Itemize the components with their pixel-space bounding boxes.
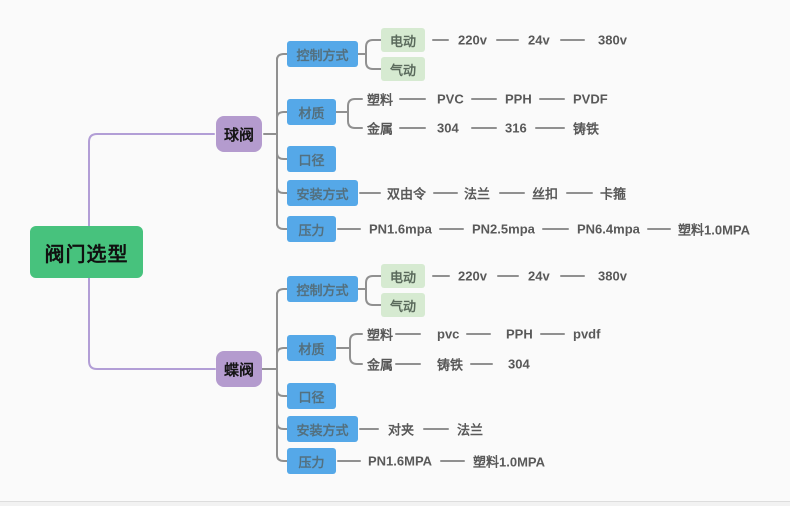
category-ball-control-mode[interactable]: 控制方式: [287, 41, 358, 67]
node-butterfly-304[interactable]: 304: [508, 356, 530, 372]
node-butterfly-plastic-10mpa[interactable]: 塑料1.0MPA: [473, 454, 545, 470]
node-butterfly-pph[interactable]: PPH: [506, 326, 533, 342]
node-ball-cast-iron[interactable]: 铸铁: [573, 121, 600, 137]
node-ball-pn25[interactable]: PN2.5mpa: [472, 221, 535, 237]
node-ball-pn16[interactable]: PN1.6mpa: [369, 221, 432, 237]
category-butterfly-control-mode[interactable]: 控制方式: [287, 276, 358, 302]
node-ball-316[interactable]: 316: [505, 120, 527, 136]
category-ball-diameter[interactable]: 口径: [287, 146, 336, 172]
ball-branch-lines: [263, 39, 671, 230]
node-ball-electric[interactable]: 电动: [381, 28, 425, 52]
node-ball-380v[interactable]: 380v: [598, 32, 627, 48]
node-ball-pph[interactable]: PPH: [505, 91, 532, 107]
node-butterfly-electric[interactable]: 电动: [381, 264, 425, 288]
node-ball-304[interactable]: 304: [437, 120, 459, 136]
node-butterfly-plastic[interactable]: 塑料: [367, 327, 394, 343]
node-ball-pn64[interactable]: PN6.4mpa: [577, 221, 640, 237]
node-butterfly-380v[interactable]: 380v: [598, 268, 627, 284]
category-butterfly-pressure[interactable]: 压力: [287, 448, 336, 474]
node-butterfly-cast-iron[interactable]: 铸铁: [437, 357, 464, 373]
node-ball-plastic-10mpa[interactable]: 塑料1.0MPA: [678, 222, 750, 238]
category-butterfly-install-mode[interactable]: 安装方式: [287, 416, 358, 442]
node-butterfly-220v[interactable]: 220v: [458, 268, 487, 284]
node-ball-plastic[interactable]: 塑料: [367, 92, 394, 108]
node-ball-double-union[interactable]: 双由令: [387, 186, 427, 202]
node-ball-clamp[interactable]: 卡箍: [600, 186, 627, 202]
category-butterfly-material[interactable]: 材质: [287, 335, 336, 361]
node-butterfly-24v[interactable]: 24v: [528, 268, 550, 284]
root-node-valve-selection[interactable]: 阀门选型: [30, 226, 143, 278]
category-ball-material[interactable]: 材质: [287, 99, 336, 125]
branch-node-butterfly-valve[interactable]: 蝶阀: [216, 351, 262, 387]
category-butterfly-diameter[interactable]: 口径: [287, 383, 336, 409]
node-ball-24v[interactable]: 24v: [528, 32, 550, 48]
node-ball-thread[interactable]: 丝扣: [532, 186, 559, 202]
node-ball-pneumatic[interactable]: 气动: [381, 57, 425, 81]
node-butterfly-pvc[interactable]: pvc: [437, 326, 460, 342]
node-butterfly-pneumatic[interactable]: 气动: [381, 293, 425, 317]
node-butterfly-pn16[interactable]: PN1.6MPA: [368, 453, 433, 469]
node-ball-flange[interactable]: 法兰: [464, 186, 491, 202]
node-butterfly-metal[interactable]: 金属: [367, 357, 394, 373]
node-ball-metal[interactable]: 金属: [367, 121, 394, 137]
canvas-bottom-edge: [0, 501, 790, 506]
branch-node-ball-valve[interactable]: 球阀: [216, 116, 262, 152]
node-butterfly-pvdf[interactable]: pvdf: [573, 326, 601, 342]
node-butterfly-wafer[interactable]: 对夹: [388, 422, 415, 438]
category-ball-install-mode[interactable]: 安装方式: [287, 180, 358, 206]
node-butterfly-flange[interactable]: 法兰: [457, 422, 484, 438]
node-ball-pvdf[interactable]: PVDF: [573, 91, 608, 107]
category-ball-pressure[interactable]: 压力: [287, 216, 336, 242]
butterfly-branch-lines: [261, 275, 585, 462]
node-ball-220v[interactable]: 220v: [458, 32, 487, 48]
node-ball-pvc[interactable]: PVC: [437, 91, 464, 107]
